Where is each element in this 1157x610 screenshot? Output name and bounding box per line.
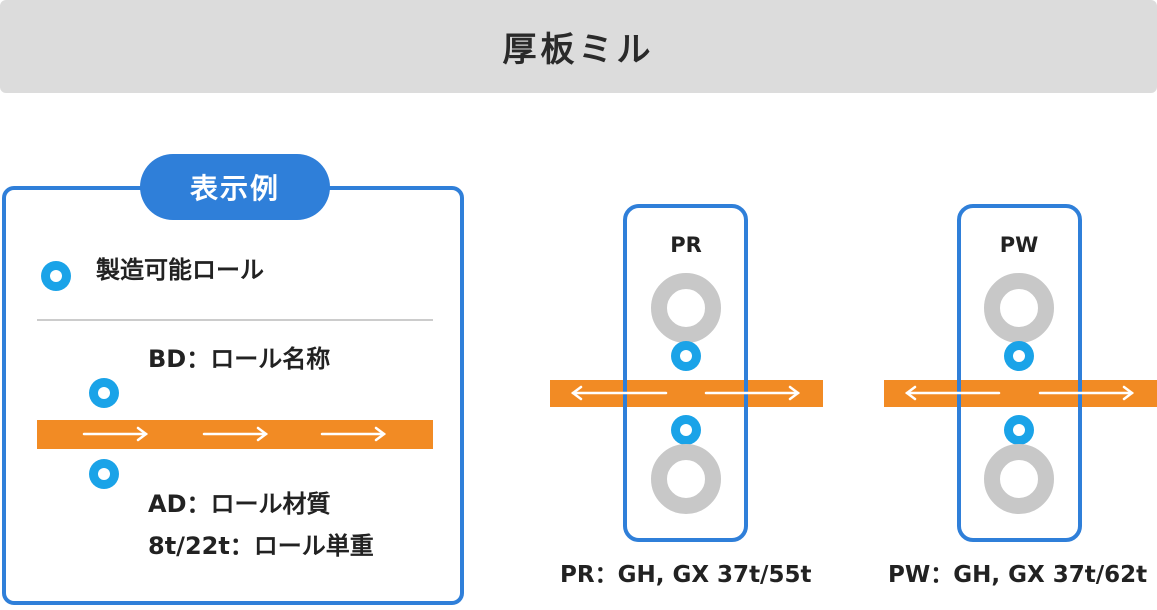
legend-weight-label: 8t/22t：ロール単重 — [148, 532, 374, 560]
pr-top-backup-roll — [651, 273, 721, 343]
page-title: 厚板ミル — [502, 30, 655, 70]
pr-caption: PR：GH, GX 37t/55t — [560, 562, 812, 588]
pw-top-work-roll — [1004, 341, 1034, 371]
pr-bottom-backup-roll — [651, 444, 721, 514]
legend-arrow-right-icon — [82, 426, 387, 442]
legend-top-roll-icon — [89, 378, 119, 408]
legend-bottom-roll-icon — [89, 459, 119, 489]
pw-stand-name: PW — [999, 233, 1039, 257]
legend-roll-item-label: 製造可能ロール — [96, 256, 264, 284]
legend-roll-icon — [41, 261, 71, 291]
pr-top-work-roll — [671, 341, 701, 371]
legend-panel — [2, 186, 464, 605]
legend-divider — [37, 319, 433, 321]
legend-bd-label: BD：ロール名称 — [148, 345, 331, 373]
legend-badge-label: 表示例 — [189, 172, 280, 205]
pw-top-backup-roll — [984, 273, 1054, 343]
pr-bottom-work-roll — [671, 415, 701, 445]
pr-stand-frame — [623, 204, 748, 542]
pw-arrows-icon — [904, 385, 1135, 401]
pr-arrows-icon — [570, 385, 801, 401]
legend-ad-label: AD：ロール材質 — [148, 490, 331, 518]
pw-bottom-backup-roll — [984, 444, 1054, 514]
pw-bottom-work-roll — [1004, 415, 1034, 445]
title-bar: 厚板ミル — [0, 0, 1157, 93]
pw-caption: PW：GH, GX 37t/62t — [888, 562, 1148, 588]
legend-badge: 表示例 — [140, 154, 330, 220]
pr-stand-name: PR — [670, 233, 702, 257]
pw-stand-frame — [957, 204, 1082, 542]
